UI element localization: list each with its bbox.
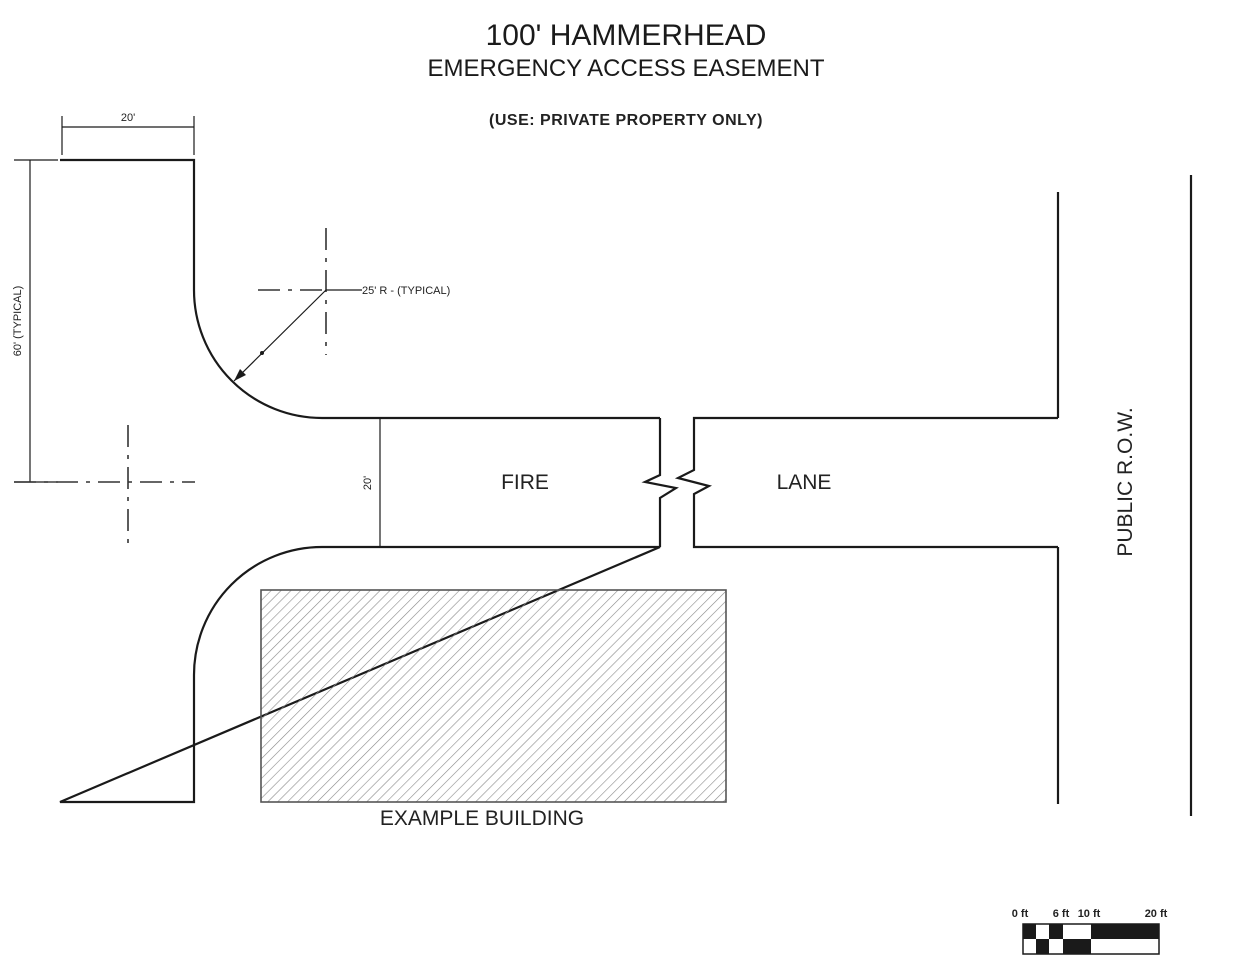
example-building-label: EXAMPLE BUILDING bbox=[380, 807, 584, 830]
scale-tick-0: 0 ft bbox=[1012, 908, 1029, 920]
lane-right-segment bbox=[674, 416, 1058, 549]
radius-arrowhead bbox=[234, 369, 246, 381]
side-length-label: 60' (TYPICAL) bbox=[12, 286, 24, 357]
radius-leader-line bbox=[233, 289, 327, 382]
fire-label: FIRE bbox=[501, 471, 549, 494]
top-width-label: 20' bbox=[121, 112, 135, 124]
public-row-label: PUBLIC R.O.W. bbox=[1114, 407, 1137, 556]
diagram-subtitle: EMERGENCY ACCESS EASEMENT bbox=[428, 55, 825, 82]
lane-label: LANE bbox=[777, 471, 832, 494]
scale-tick-6: 6 ft bbox=[1053, 908, 1070, 920]
scale-bar: 0 ft 6 ft 10 ft 20 ft bbox=[1012, 908, 1168, 955]
usage-note: (USE: PRIVATE PROPERTY ONLY) bbox=[489, 112, 763, 129]
example-building bbox=[260, 589, 727, 803]
hammerhead-outline bbox=[59, 158, 679, 804]
radius-tick bbox=[260, 351, 264, 355]
diagram-title: 100' HAMMERHEAD bbox=[486, 19, 767, 52]
lane-width-label: 20' bbox=[362, 476, 374, 490]
scale-tick-10: 10 ft bbox=[1078, 908, 1101, 920]
radius-label: 25' R - (TYPICAL) bbox=[362, 285, 450, 297]
scale-tick-20: 20 ft bbox=[1145, 908, 1168, 920]
